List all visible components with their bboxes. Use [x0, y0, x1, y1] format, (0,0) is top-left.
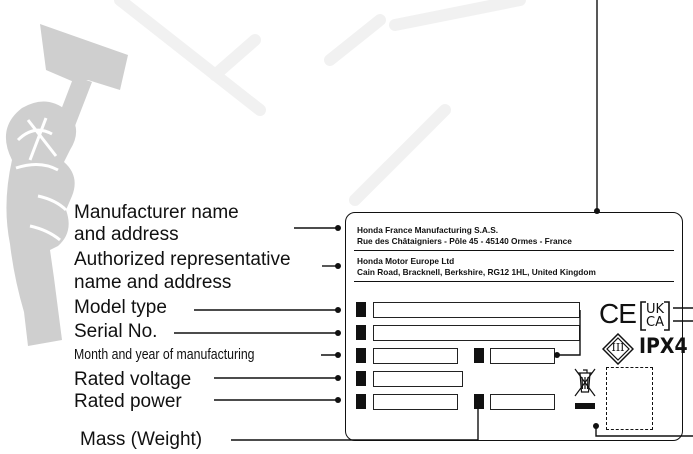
manufacturer-label-line1: Manufacturer name: [74, 202, 239, 223]
rated-power-label: Rated power: [74, 391, 182, 412]
ukca-bottom-text: CA: [646, 315, 664, 330]
plate-representative-name: Honda Motor Europe Ltd: [357, 256, 455, 266]
plate-separator-top: [354, 250, 674, 251]
mass-leader: [231, 404, 479, 441]
manufacturer-label-line2: and address: [74, 224, 179, 245]
ukca-mark-icon: UK CA: [639, 300, 671, 332]
rated-voltage-marker: [356, 371, 366, 386]
representative-label-line2: name and address: [74, 272, 232, 293]
rated-power-marker: [356, 394, 366, 409]
class-iii-text: III: [611, 341, 625, 354]
plate-representative-address: Cain Road, Bracknell, Berkshire, RG12 1H…: [357, 267, 596, 277]
month-marker: [356, 348, 366, 363]
representative-label-line1: Authorized representative: [74, 249, 291, 270]
serial-no-label: Serial No.: [74, 321, 158, 342]
rated-voltage-label: Rated voltage: [74, 369, 192, 390]
hammer-icon: [5, 24, 128, 346]
year-marker: [474, 348, 484, 363]
ip-rating-text: IPX4: [639, 334, 688, 358]
month-year-label: Month and year of manufacturing: [74, 346, 255, 363]
watermark-strokes: [114, 0, 526, 206]
mass-label: Mass (Weight): [80, 429, 203, 450]
plate-manufacturer-address: Rue des Châtaigniers - Pôle 45 - 45140 O…: [357, 236, 572, 246]
ce-mark-icon: CE: [599, 298, 637, 329]
model-type-label: Model type: [74, 297, 167, 318]
weee-bin-icon: [573, 365, 597, 415]
mass-field: [490, 394, 555, 410]
serial-no-marker: [356, 325, 366, 340]
model-type-marker: [356, 302, 366, 317]
weee-leader: [595, 426, 693, 437]
rated-voltage-field: [373, 371, 463, 387]
rated-power-field: [373, 394, 458, 410]
ukca-top-text: UK: [645, 302, 665, 317]
rating-plate: Honda France Manufacturing S.A.S. Rue de…: [345, 212, 688, 441]
plate-separator-bottom: [354, 281, 674, 282]
plate-manufacturer-name: Honda France Manufacturing S.A.S.: [357, 225, 499, 235]
year-leader: [557, 310, 581, 356]
month-field: [373, 348, 458, 364]
reserved-marking-area: [606, 367, 653, 430]
class-iii-icon: III: [602, 333, 634, 365]
